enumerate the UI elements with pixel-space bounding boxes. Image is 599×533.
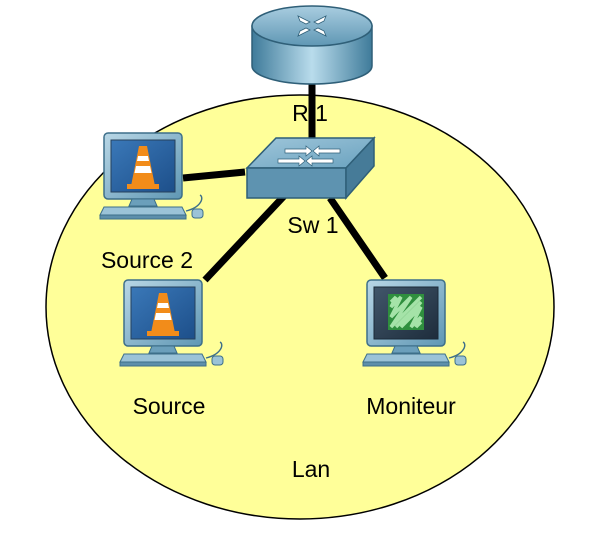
lan-zone (45, 94, 555, 520)
router-label: R 1 (292, 100, 328, 126)
source2-pc-icon[interactable] (99, 132, 204, 220)
link-switch-source (202, 192, 288, 283)
link-switch-monitor (327, 196, 388, 280)
monitor-pc-icon[interactable] (362, 279, 467, 367)
ffmpeg-logo-icon (388, 294, 424, 330)
source-pc-icon[interactable] (119, 279, 224, 367)
monitor-label: Moniteur (366, 393, 456, 419)
link-switch-source2 (182, 168, 246, 182)
router-icon[interactable] (251, 5, 373, 85)
links (182, 82, 388, 283)
source-label: Source (133, 393, 206, 419)
lan-label: Lan (292, 456, 330, 482)
switch-label: Sw 1 (287, 212, 338, 238)
source2-label: Source 2 (101, 247, 193, 273)
switch-icon[interactable] (245, 136, 376, 200)
